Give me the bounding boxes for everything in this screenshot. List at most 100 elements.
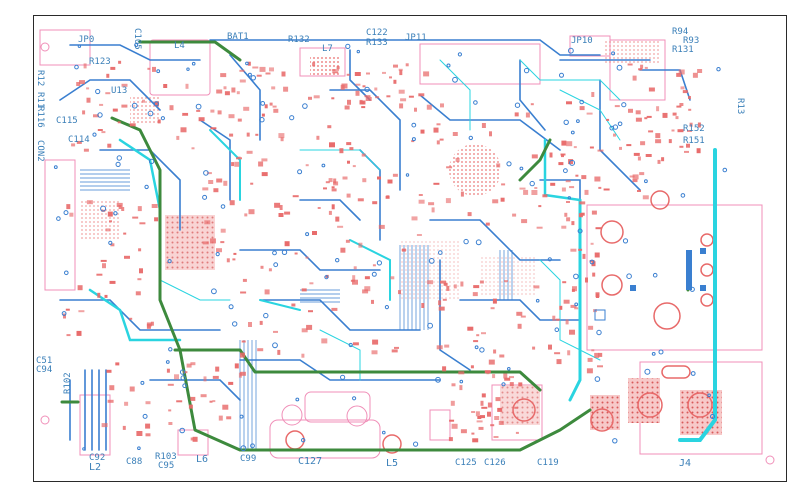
pad bbox=[519, 187, 526, 190]
via bbox=[554, 327, 560, 333]
via bbox=[384, 305, 389, 310]
pad bbox=[372, 264, 376, 267]
pad bbox=[121, 207, 125, 211]
label-r103: R103 bbox=[155, 452, 177, 462]
pad bbox=[490, 307, 495, 310]
pad bbox=[632, 179, 638, 183]
via bbox=[202, 194, 208, 200]
pad bbox=[107, 211, 113, 217]
via bbox=[716, 67, 721, 72]
via bbox=[514, 102, 521, 108]
via bbox=[680, 193, 686, 198]
pad bbox=[657, 159, 661, 164]
pad bbox=[336, 66, 340, 70]
label-c122: C122 bbox=[366, 28, 388, 38]
pad bbox=[372, 339, 379, 345]
label-r116: R116 bbox=[35, 106, 45, 128]
pad bbox=[578, 248, 583, 251]
via bbox=[596, 329, 602, 336]
pad bbox=[301, 288, 307, 292]
pad bbox=[66, 334, 71, 337]
pad bbox=[632, 75, 637, 81]
pad bbox=[394, 346, 399, 349]
pad bbox=[492, 374, 496, 379]
pad bbox=[637, 156, 641, 161]
pad bbox=[428, 202, 435, 206]
pad bbox=[352, 275, 356, 281]
pad bbox=[448, 437, 453, 442]
pad bbox=[488, 359, 495, 365]
pad bbox=[679, 145, 684, 148]
via bbox=[573, 273, 579, 280]
pad bbox=[481, 393, 486, 398]
pad bbox=[261, 158, 268, 162]
via bbox=[324, 275, 329, 280]
via bbox=[459, 379, 464, 384]
pad bbox=[676, 105, 682, 108]
pad bbox=[556, 359, 562, 365]
pad bbox=[145, 401, 151, 405]
pad bbox=[236, 157, 242, 160]
pad bbox=[97, 292, 101, 298]
pad bbox=[438, 306, 445, 311]
pad bbox=[355, 90, 360, 96]
pad bbox=[444, 344, 450, 348]
pad bbox=[76, 82, 81, 86]
pad bbox=[675, 116, 679, 120]
pad bbox=[306, 324, 313, 330]
pad bbox=[118, 60, 122, 64]
via bbox=[113, 211, 118, 216]
pad bbox=[256, 74, 262, 77]
label-c51: C51 bbox=[36, 356, 53, 366]
pad bbox=[387, 179, 393, 184]
pad bbox=[247, 61, 251, 66]
pad bbox=[476, 420, 483, 423]
connector-pins bbox=[594, 248, 706, 321]
pad bbox=[445, 198, 451, 204]
via bbox=[160, 116, 165, 121]
via bbox=[108, 240, 113, 245]
via bbox=[56, 216, 61, 221]
pad bbox=[135, 291, 141, 296]
pad bbox=[210, 238, 216, 244]
pad bbox=[333, 181, 339, 186]
pad bbox=[366, 72, 370, 75]
pad bbox=[655, 133, 661, 139]
pad bbox=[499, 354, 505, 358]
pad bbox=[423, 71, 430, 77]
pad bbox=[359, 100, 366, 105]
pad bbox=[487, 411, 491, 417]
pad bbox=[183, 371, 188, 374]
pad bbox=[458, 371, 465, 375]
pad bbox=[353, 266, 357, 270]
pad bbox=[646, 115, 652, 118]
pad bbox=[389, 76, 392, 79]
pad bbox=[639, 172, 645, 176]
pad bbox=[579, 106, 585, 111]
pad bbox=[531, 190, 538, 195]
pad bbox=[138, 248, 142, 252]
label-r152: R152 bbox=[683, 124, 705, 134]
pad bbox=[697, 69, 703, 73]
via bbox=[100, 205, 107, 212]
pad bbox=[573, 146, 577, 149]
pad bbox=[308, 96, 312, 100]
pad bbox=[216, 89, 223, 94]
via bbox=[153, 101, 159, 107]
pad bbox=[676, 72, 682, 77]
pad bbox=[473, 285, 480, 289]
via bbox=[622, 238, 629, 244]
pad bbox=[517, 323, 522, 329]
pad bbox=[364, 286, 371, 292]
via bbox=[179, 427, 185, 434]
pad bbox=[586, 112, 593, 115]
via bbox=[61, 311, 67, 316]
via bbox=[468, 135, 473, 141]
pad bbox=[565, 319, 569, 325]
pad bbox=[116, 202, 123, 207]
via bbox=[228, 304, 234, 310]
pad bbox=[346, 193, 351, 198]
pad bbox=[152, 66, 156, 72]
via bbox=[574, 302, 579, 307]
label-l7: L7 bbox=[322, 44, 333, 54]
